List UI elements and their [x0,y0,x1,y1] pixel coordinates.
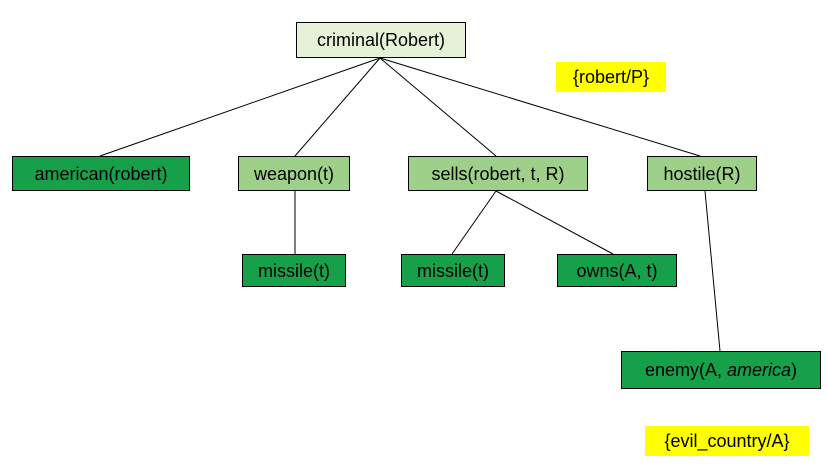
node-label: criminal(Robert) [316,30,446,50]
node-missile-t-left: missile(t) [242,254,346,287]
edge-hostile-enemy [704,190,721,352]
substitution-robert-p: {robert/P} [556,62,666,92]
node-label: american(robert) [34,163,168,184]
node-label: sells(robert, t, R) [431,163,565,184]
node-label: weapon(t) [253,163,335,184]
edge-sells-owns [495,190,614,255]
node-american-robert: american(robert) [12,156,190,191]
node-owns-a-t: owns(A, t) [557,254,677,287]
node-label-prefix: enemy(A, [644,360,727,380]
node-criminal-robert: criminal(Robert) [296,22,466,58]
edge-criminal-american [99,57,381,157]
node-missile-t-right: missile(t) [401,254,505,287]
node-label: owns(A, t) [576,260,658,281]
edge-criminal-hostile [379,57,701,157]
node-label-italic: america [727,360,792,380]
node-sells-robert-t-r: sells(robert, t, R) [408,156,588,191]
node-label: missile(t) [417,260,489,281]
substitution-label: {evil_country/A} [664,431,790,451]
node-label: missile(t) [258,260,330,281]
node-label: hostile(R) [663,163,741,184]
edge-criminal-sells [379,57,497,157]
edge-criminal-weapon [294,57,381,157]
substitution-evil-country-a: {evil_country/A} [645,426,809,456]
node-weapon-t: weapon(t) [238,156,350,191]
edge-sells-missile [451,190,497,255]
node-label-suffix: ) [791,360,798,380]
substitution-label: {robert/P} [572,67,650,87]
node-hostile-r: hostile(R) [647,156,757,191]
node-enemy-a-america: enemy(A, america) [621,351,821,389]
